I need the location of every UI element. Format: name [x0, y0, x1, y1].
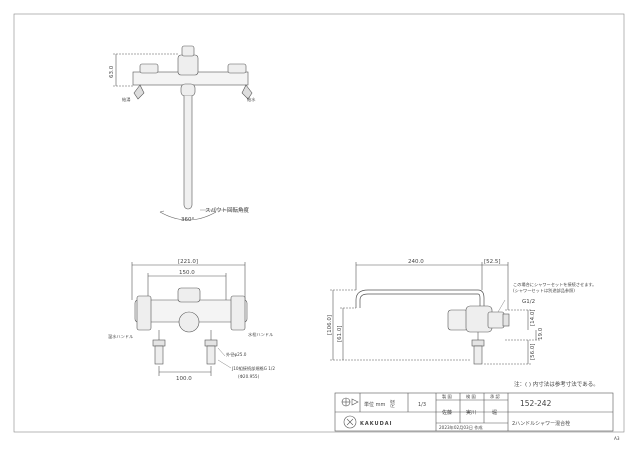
pipe-diameter: 外径φ25.0: [226, 351, 247, 358]
rotation-angle: 360°: [181, 217, 194, 223]
model-number: 152-242: [520, 399, 552, 408]
header-approve: 承 認: [490, 393, 501, 400]
nut-range: (Φ20.955): [238, 374, 260, 379]
scale-label: 尺度: [389, 399, 396, 408]
front-label-hot-handle: 温水ハンドル: [108, 333, 133, 340]
front-dim-outer: [221.0]: [178, 259, 198, 265]
side-dim-r1: [14.0]: [530, 309, 536, 326]
front-view: [131, 262, 248, 376]
header-check: 検 図: [466, 393, 476, 400]
top-label-cold: 給水: [247, 96, 256, 103]
side-dim-r2: 19.0: [538, 327, 544, 340]
name-check: 実川: [466, 409, 476, 416]
nut-spec: J10組接続部規格G 1/2: [231, 365, 275, 372]
sheet-frame: [13, 13, 625, 433]
name-drawing: 佐藤: [442, 409, 452, 416]
side-view: [330, 262, 540, 365]
side-dim-r3: [56.0]: [530, 343, 536, 360]
product-name: 2ハンドルシャワー混合栓: [512, 420, 570, 427]
front-dim-bottom: 100.0: [176, 376, 192, 382]
reference-note: 注：( ) 内寸法は参考寸法である。: [514, 380, 599, 388]
unit-label: 単位 mm: [364, 401, 385, 408]
side-note-1: この場合にシャワーセットを接続させます。: [513, 281, 596, 288]
top-label-hot: 給湯: [122, 96, 131, 103]
side-dim-height: [106.0]: [327, 315, 333, 335]
created-date: 2023年02月03日 作成: [439, 424, 483, 431]
title-block: [334, 392, 614, 432]
name-approve: 堀: [492, 409, 497, 416]
front-label-cold-handle: 水栓ハンドル: [248, 331, 273, 338]
top-view: [113, 45, 253, 221]
side-note-2: (シャワーセットは別途部品参照): [513, 287, 575, 294]
header-drawing: 製 図: [442, 393, 452, 400]
top-dim-height: 63.0: [109, 65, 115, 78]
side-thread: G1/2: [522, 299, 535, 305]
company-name: KAKUDAI: [360, 421, 392, 427]
scale-value: 1/3: [418, 402, 426, 408]
side-dim-offset: [52.5]: [484, 259, 501, 265]
sheet-size: A3: [614, 436, 620, 441]
side-dim-spout: 240.0: [408, 259, 424, 265]
front-dim-center: 150.0: [179, 270, 195, 276]
side-dim-lower: [61.0]: [337, 325, 343, 342]
